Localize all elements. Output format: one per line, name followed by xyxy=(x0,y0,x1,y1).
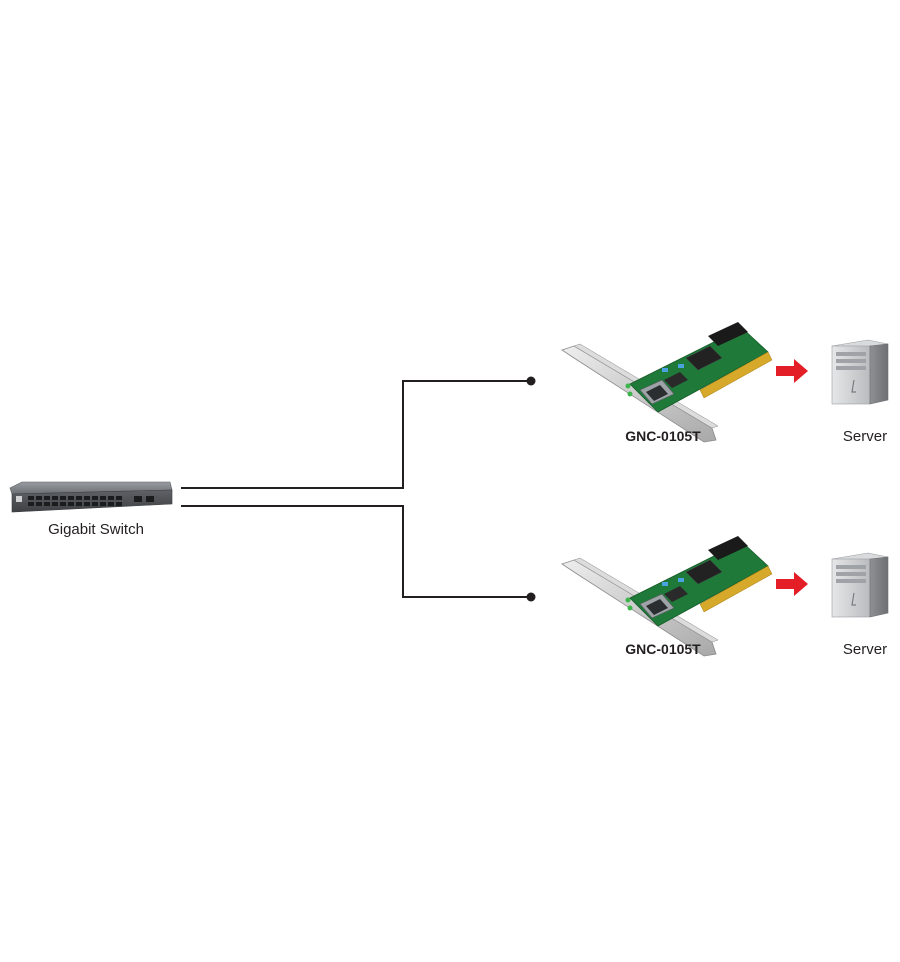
switch-icon xyxy=(9,481,173,513)
link-top-endpoint xyxy=(526,376,536,386)
arrow-right-icon xyxy=(776,359,808,383)
server-icon xyxy=(831,552,889,618)
connection-lines xyxy=(181,380,530,598)
nic-label: GNC-0105T xyxy=(625,641,701,657)
network-card-icon xyxy=(561,321,773,443)
link-bottom-endpoint xyxy=(526,592,536,602)
switch-label: Gigabit Switch xyxy=(48,521,144,538)
nic-label: GNC-0105T xyxy=(625,428,701,444)
network-card-icon xyxy=(561,535,773,657)
server-label: Server xyxy=(842,641,888,658)
server-icon xyxy=(831,339,889,405)
link-top xyxy=(181,380,530,489)
server-label: Server xyxy=(842,428,888,445)
link-bottom xyxy=(181,505,530,598)
arrow-right-icon xyxy=(776,572,808,596)
